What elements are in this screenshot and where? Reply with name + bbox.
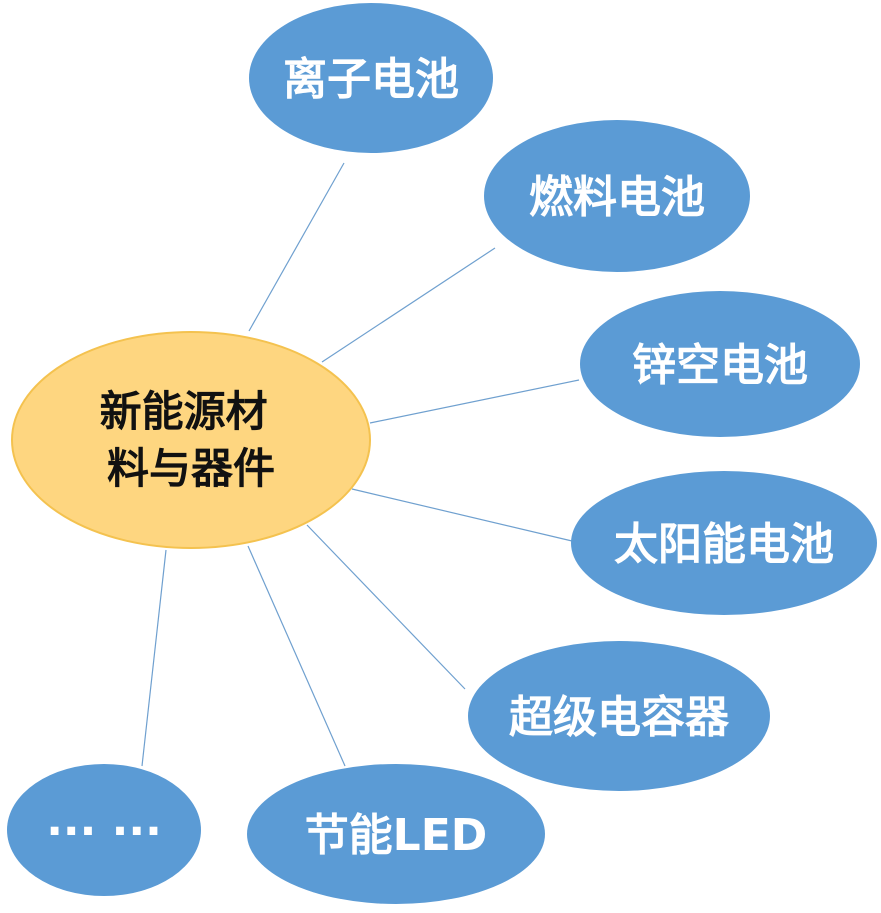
node-led: 节能LED [247, 764, 545, 904]
node-led-ellipse [247, 764, 545, 904]
node-zinc-air-battery-ellipse [580, 291, 860, 437]
node-ion-battery-ellipse [249, 3, 493, 153]
node-solar-cell: 太阳能电池 [571, 471, 877, 615]
node-more-label: ··· ··· [46, 806, 162, 857]
node-led-label: 节能LED [305, 810, 488, 861]
node-fuel-cell-label: 燃料电池 [529, 172, 705, 223]
node-ion-battery-label: 离子电池 [283, 54, 459, 105]
edges [141, 162, 580, 767]
node-supercapacitor-ellipse [468, 641, 770, 791]
node-ion-battery: 离子电池 [249, 3, 493, 153]
node-supercapacitor: 超级电容器 [468, 641, 770, 791]
edge-supercapacitor [306, 524, 466, 690]
edge-ion-battery [248, 162, 345, 332]
center-ellipse [11, 331, 371, 549]
node-fuel-cell-ellipse [484, 120, 750, 272]
node-more: ··· ··· [7, 764, 201, 896]
edge-more [141, 549, 167, 767]
node-more-ellipse [7, 764, 201, 896]
node-solar-cell-label: 太阳能电池 [614, 519, 834, 570]
center-label: 新能源材 料与器件 [100, 387, 283, 493]
node-zinc-air-battery-label: 锌空电池 [632, 340, 808, 391]
center-label-line-1: 新能源材 [100, 387, 268, 436]
node-solar-cell-ellipse [571, 471, 877, 615]
edge-zinc-air-battery [369, 379, 580, 424]
edge-fuel-cell [321, 247, 496, 363]
node-zinc-air-battery: 锌空电池 [580, 291, 860, 437]
edge-led [247, 545, 346, 767]
node-fuel-cell: 燃料电池 [484, 120, 750, 272]
center-label-line-2: 料与器件 [107, 444, 275, 493]
edge-solar-cell [351, 488, 573, 542]
center-node: 新能源材 料与器件 [11, 331, 371, 549]
node-supercapacitor-label: 超级电容器 [509, 692, 730, 743]
